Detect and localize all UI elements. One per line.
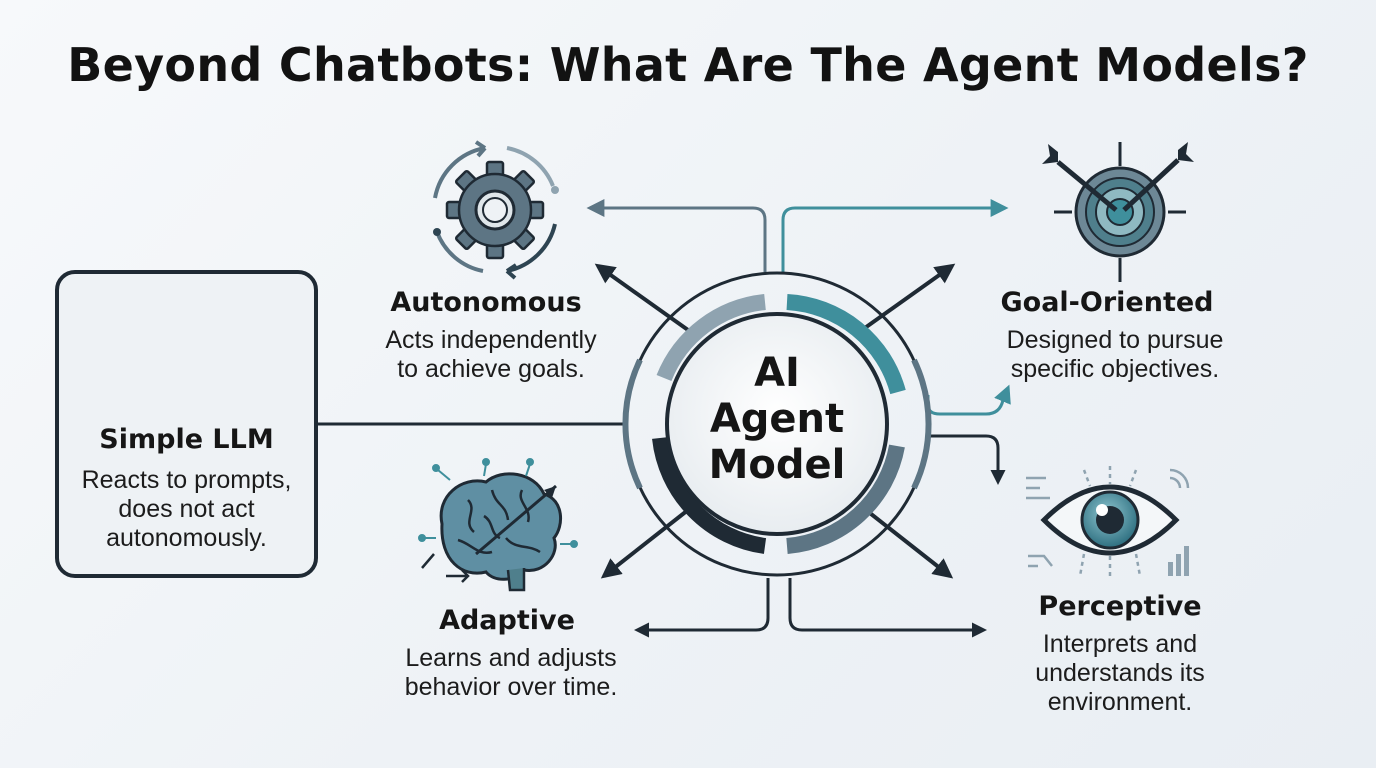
connector-top-left [586,199,767,272]
ring-accent-right [911,358,932,490]
ring-segment-bottom-right [786,444,905,554]
ring-segment-top-right [786,294,906,395]
simple-llm-heading: Simple LLM [99,424,274,455]
connector-right-lower [928,434,1006,485]
goal-oriented-description-line: Designed to pursue [1006,326,1224,354]
perceptive-heading: Perceptive [1038,591,1202,622]
simple-llm-card [55,270,318,578]
connector-top-right [781,199,1009,272]
center-label: AI Agent Model [677,350,877,488]
goal-oriented-description: Designed to pursue specific objectives. [980,326,1250,384]
ring-segment-top-left [656,294,766,382]
arrow-to-autonomous [594,263,690,332]
center-label-line: Model [708,442,846,488]
simple-llm-description: Reacts to prompts, does not act autonomo… [55,466,318,553]
page-title: Beyond Chatbots: What Are The Agent Mode… [67,38,1309,92]
perceptive-description: Interprets and understands its environme… [990,630,1250,717]
ring-segment-bottom-left [652,437,767,554]
adaptive-description-line: behavior over time. [404,673,618,701]
target-icon [1042,142,1194,282]
simple-llm-description-line: autonomously. [106,524,267,552]
eye-icon [1026,466,1190,578]
autonomous-description-line: Acts independently [385,326,597,354]
gear-icon [433,140,559,280]
arrow-to-perceptive [864,508,954,579]
adaptive-heading: Adaptive [439,605,575,636]
center-label-line: AI [754,350,800,396]
diagonal-arrows [594,263,956,579]
simple-llm-description-line: Reacts to prompts, [81,466,292,494]
center-hub [622,271,932,577]
connector-bottom-right [788,578,987,638]
connector-bottom-left [634,578,770,638]
autonomous-description: Acts independently to achieve goals. [356,326,626,384]
connector-right-upper [926,384,1011,416]
adaptive-description-line: Learns and adjusts [405,644,617,672]
autonomous-heading: Autonomous [390,287,582,318]
brain-icon [418,458,578,592]
arrow-to-adaptive [600,508,690,579]
perceptive-description-line: environment. [1047,688,1193,716]
perceptive-description-line: understands its [1035,659,1205,687]
center-disc [665,312,889,536]
ring-accent-left [622,358,643,490]
center-label-line: Agent [709,396,845,442]
simple-llm-description-line: does not act [118,495,255,523]
perceptive-description-line: Interprets and [1042,630,1198,658]
goal-oriented-description-line: specific objectives. [1010,355,1220,383]
arrow-to-goal-oriented [860,263,956,332]
goal-oriented-heading: Goal-Oriented [1000,287,1214,318]
autonomous-description-line: to achieve goals. [397,355,585,383]
adaptive-description: Learns and adjusts behavior over time. [376,644,646,702]
